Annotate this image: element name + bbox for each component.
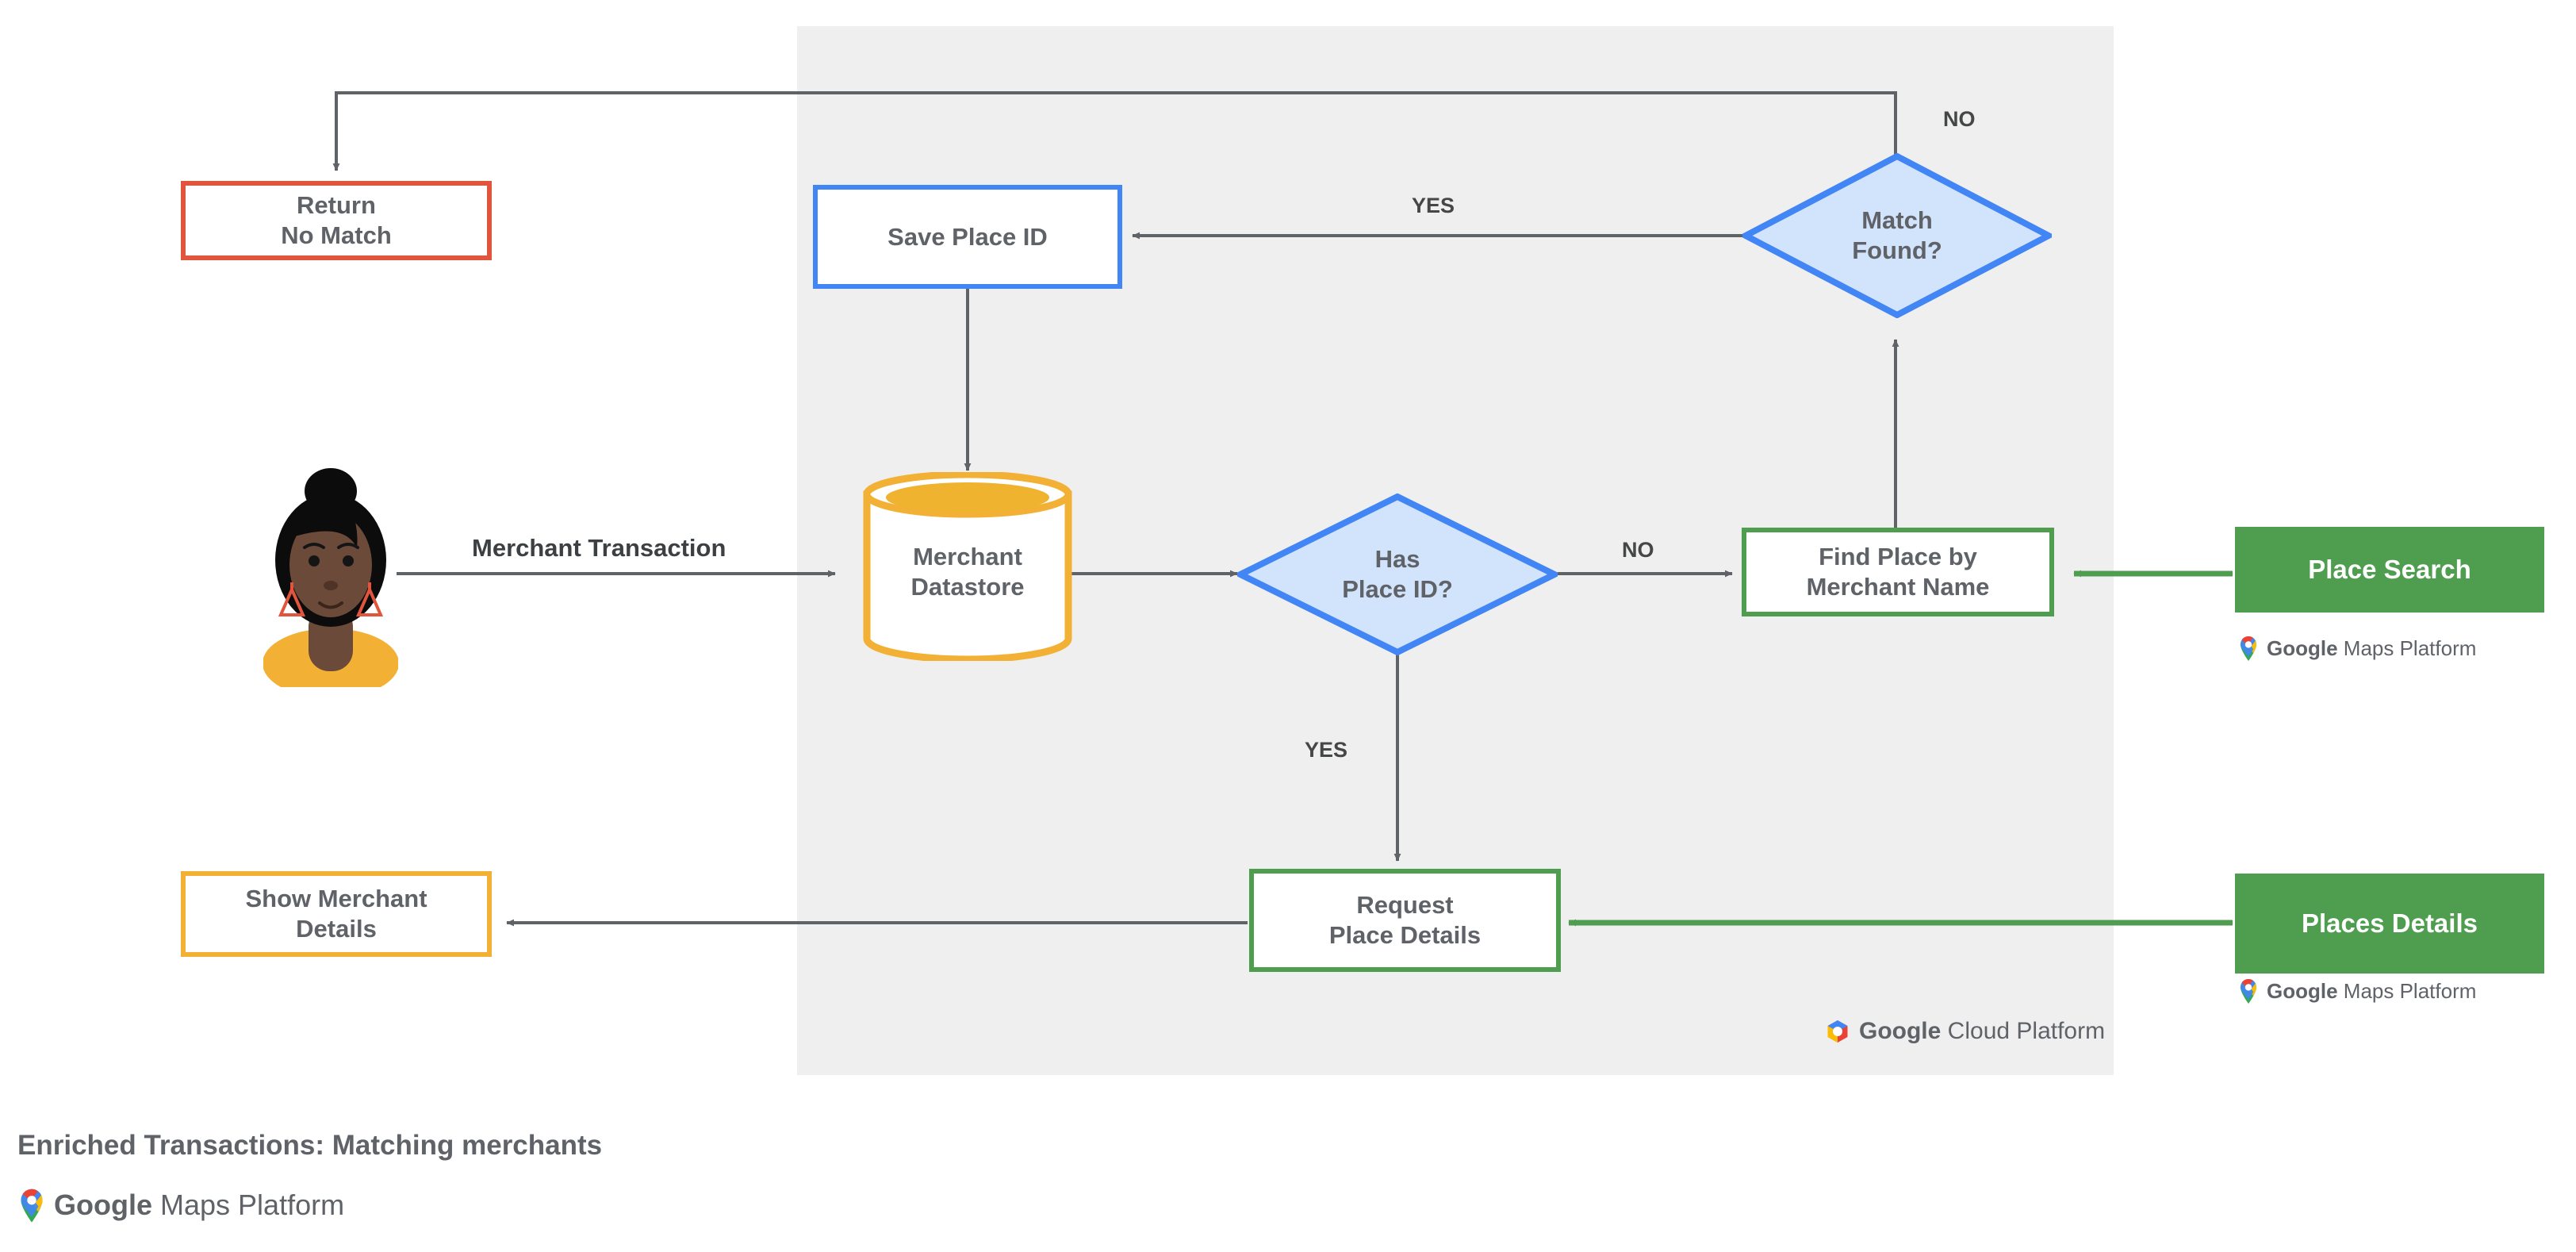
node-request-place-details[interactable]: Request Place Details: [1249, 869, 1561, 972]
cylinder-shape: [863, 470, 1072, 663]
edge-label-match-found-no: NO: [1943, 107, 1976, 131]
node-save-place-id-label: Save Place ID: [887, 222, 1048, 251]
maps-pin-icon: [2241, 636, 2256, 661]
maps-pin-icon: [2241, 979, 2256, 1004]
edge-label-has-place-id-no: NO: [1622, 538, 1654, 562]
person-avatar-icon: [263, 465, 399, 698]
edge-label-has-place-id-yes: YES: [1305, 738, 1348, 762]
maps-platform-logo-text: Google Maps Platform: [54, 1189, 345, 1221]
chip-place-search-label: Place Search: [2308, 555, 2471, 584]
node-save-place-id[interactable]: Save Place ID: [813, 185, 1122, 289]
node-has-place-id[interactable]: Has Place ID?: [1237, 494, 1558, 655]
maps-platform-logo-footer: Google Maps Platform: [17, 1187, 344, 1223]
node-show-merchant-details[interactable]: Show Merchant Details: [181, 871, 492, 957]
cloud-hexagon-icon: [1827, 1020, 1848, 1043]
diagram-caption: Enriched Transactions: Matching merchant…: [17, 1130, 603, 1161]
cloud-platform-logo-text: Google Cloud Platform: [1859, 1018, 2106, 1044]
node-request-place-details-label: Request Place Details: [1328, 891, 1482, 949]
node-return-no-match-label: Return No Match: [281, 191, 392, 249]
node-merchant-datastore[interactable]: Merchant Datastore: [862, 470, 1073, 663]
maps-platform-logo-place-search: Google Maps Platform: [2238, 635, 2476, 662]
maps-platform-logo-text: Google Maps Platform: [2267, 978, 2477, 1003]
node-show-merchant-details-label: Show Merchant Details: [245, 885, 427, 943]
chip-place-search[interactable]: Place Search: [2235, 527, 2544, 613]
node-match-found[interactable]: Match Found?: [1742, 153, 2052, 318]
node-find-place-by-merchant-name[interactable]: Find Place by Merchant Name: [1742, 528, 2054, 616]
maps-platform-logo-text: Google Maps Platform: [2267, 636, 2477, 660]
edge-label-merchant-transaction: Merchant Transaction: [472, 534, 726, 562]
node-return-no-match[interactable]: Return No Match: [181, 181, 492, 260]
chip-places-details-label: Places Details: [2302, 908, 2478, 938]
edge-label-match-found-yes: YES: [1412, 194, 1455, 217]
maps-platform-logo-places-details: Google Maps Platform: [2238, 977, 2476, 1004]
chip-places-details[interactable]: Places Details: [2235, 874, 2544, 974]
node-merchant-datastore-label: Merchant Datastore: [910, 543, 1025, 601]
maps-pin-icon: [21, 1189, 43, 1223]
diamond-shape: [1237, 494, 1558, 655]
node-match-found-label: Match Found?: [1852, 206, 1942, 264]
node-find-place-by-merchant-name-label: Find Place by Merchant Name: [1806, 543, 1990, 601]
node-has-place-id-label: Has Place ID?: [1342, 545, 1453, 603]
cloud-platform-logo: Google Cloud Platform: [1824, 1018, 2105, 1045]
diamond-shape: [1742, 153, 2052, 318]
